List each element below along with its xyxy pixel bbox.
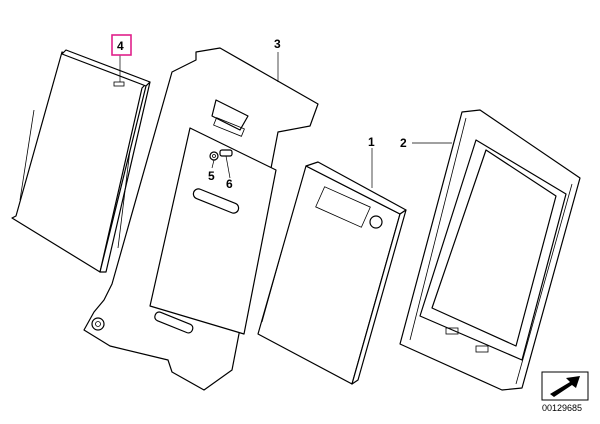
- part-6-pad[interactable]: [219, 149, 233, 157]
- part-1-control-unit[interactable]: [257, 161, 407, 385]
- callout-2[interactable]: 2: [400, 136, 407, 150]
- callout-4-highlight: [111, 34, 132, 56]
- diagram-number: 00129685: [542, 403, 583, 413]
- callout-5[interactable]: 5: [208, 169, 215, 183]
- part-2-housing[interactable]: [399, 109, 581, 391]
- callout-3[interactable]: 3: [274, 37, 281, 51]
- callout-6[interactable]: 6: [226, 177, 233, 191]
- part-4-module[interactable]: [11, 49, 151, 273]
- part-3-frame[interactable]: [83, 47, 319, 391]
- part-5-screw[interactable]: [209, 151, 219, 161]
- leader-lines: [119, 52, 452, 188]
- direction-arrow-icon: [541, 371, 589, 401]
- callout-1[interactable]: 1: [368, 135, 375, 149]
- callout-4[interactable]: 4: [117, 39, 124, 53]
